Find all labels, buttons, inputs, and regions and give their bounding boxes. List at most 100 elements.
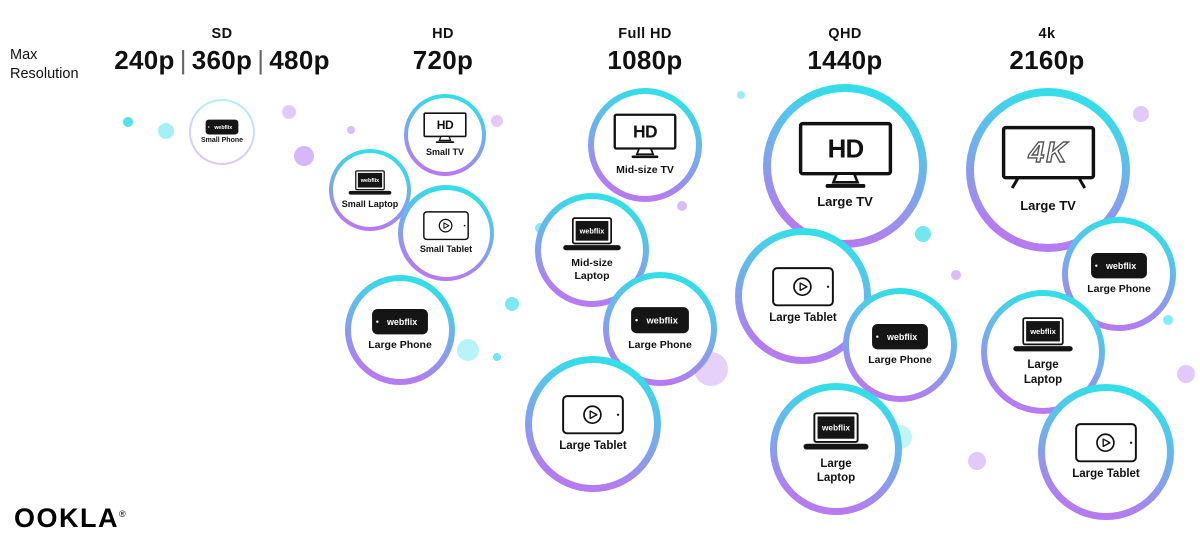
bubble-qhd-large-tv: HD Large TV [763, 84, 927, 248]
axis-label: Max Resolution [10, 46, 79, 84]
laptop-screen [575, 220, 609, 241]
laptop-webflix-icon: webflix [563, 217, 621, 251]
bubble-hd-small-laptop: webflix Small Laptop [329, 149, 411, 231]
bubble-inner: webflix Large Laptop [987, 296, 1099, 408]
column-name: Full HD [618, 26, 672, 42]
phone-camera-dot [1095, 264, 1098, 267]
phone-body [372, 308, 428, 335]
bubble-label: Large TV [817, 194, 873, 210]
axis-label-line1: Max [10, 47, 38, 63]
play-triangle [589, 410, 598, 420]
decorative-dot [282, 105, 296, 119]
decorative-dot [123, 117, 133, 127]
tv-base [631, 155, 659, 159]
play-circle [793, 277, 812, 297]
bubble-inner: HD Mid-size TV [594, 94, 696, 196]
ookla-logo: OOKLA® [14, 503, 126, 534]
column-resolutions: 1440p [807, 45, 883, 75]
tablet-body [772, 267, 834, 307]
resolution-separator: | [257, 45, 265, 75]
tv-base [435, 141, 455, 143]
phone-webflix-icon: webflix [372, 308, 428, 335]
bubble-label: Large Laptop [1023, 359, 1063, 386]
tv-stand [438, 135, 452, 141]
phone-webflix-icon: webflix [631, 307, 689, 334]
bubble-inner: HD Large TV [771, 92, 919, 240]
laptop-webflix-icon: webflix [1013, 317, 1073, 352]
tv-leg-left [1010, 177, 1020, 190]
phone-body [1091, 252, 1147, 279]
laptop-webflix-icon: webflix [348, 169, 392, 195]
tablet-play-icon [772, 267, 834, 307]
decorative-dot [677, 201, 687, 211]
phone-webflix-icon: webflix [205, 119, 239, 135]
webflix-logo-text: webflix [821, 424, 850, 433]
bubble-label: Mid-size Laptop [571, 256, 613, 283]
tablet-play-icon [562, 395, 624, 435]
bubble-label: Large Laptop [816, 457, 856, 485]
decorative-dot [1133, 106, 1149, 122]
decorative-dot [915, 226, 931, 242]
column-header-fullhd: Full HD 1080p [585, 26, 705, 76]
play-triangle [1102, 438, 1111, 448]
decorative-dot [1177, 365, 1195, 383]
tablet-body [562, 395, 624, 435]
tv-base [825, 184, 865, 189]
resolution-value: 240p [114, 45, 175, 75]
decorative-dot [347, 126, 355, 134]
tablet-body [1075, 423, 1137, 463]
bubble-qhd-large-phone: webflix Large Phone [843, 288, 957, 402]
4k-logo-text: 4K [1027, 137, 1069, 169]
bubble-inner: webflix Large Laptop [777, 390, 895, 508]
bubble-inner: Small Tablet [402, 189, 490, 277]
bubble-hd-small-tablet: Small Tablet [398, 185, 494, 281]
tv-stand [830, 172, 860, 184]
bubble-inner: webflix Small Laptop [333, 153, 407, 227]
bubble-label: Large Tablet [769, 311, 837, 324]
bubble-4k-large-tablet: Large Tablet [1038, 384, 1174, 520]
laptop-base [1013, 346, 1073, 352]
column-name: 4k [1038, 26, 1056, 42]
decorative-dot [1163, 315, 1173, 325]
play-circle [583, 405, 602, 425]
tv-hd-icon: HD [613, 113, 677, 159]
phone-camera-dot [876, 335, 879, 338]
tv-screen [1001, 126, 1095, 180]
registered-mark: ® [119, 509, 126, 519]
bubble-qhd-large-tablet: Large Tablet [735, 228, 871, 364]
bubble-label: Large Phone [628, 338, 692, 351]
decorative-dot [505, 297, 519, 311]
bubble-label: Mid-size TV [616, 163, 674, 176]
axis-label-line2: Resolution [10, 65, 79, 82]
play-circle [1096, 433, 1115, 453]
bubble-fullhd-large-tablet: Large Tablet [525, 356, 661, 492]
laptop-base [348, 190, 392, 195]
hd-logo-text: HD [827, 136, 863, 164]
laptop-webflix-icon: webflix [803, 412, 869, 450]
phone-body [631, 307, 689, 334]
bubble-inner: 4K Large TV [974, 96, 1122, 244]
column-name: HD [432, 26, 454, 42]
bubble-qhd-large-laptop: webflix Large Laptop [770, 383, 902, 515]
phone-camera-dot [376, 320, 379, 323]
bubble-hd-large-phone: webflix Large Phone [345, 275, 455, 385]
decorative-dot [294, 146, 314, 166]
bubble-label: Large Tablet [559, 439, 627, 452]
tv-leg-right [1076, 177, 1086, 190]
decorative-dot [457, 339, 479, 361]
laptop-screen [1026, 321, 1060, 342]
webflix-logo-text: webflix [1105, 261, 1136, 271]
phone-body [872, 323, 928, 350]
decorative-dot [737, 91, 745, 99]
webflix-logo-text: webflix [645, 316, 678, 326]
bubble-inner: webflix Small Phone [191, 101, 253, 163]
column-resolutions: 1080p [607, 45, 683, 75]
tv-4k-icon: 4K [1001, 126, 1095, 190]
laptop-screen [817, 416, 855, 439]
play-triangle [799, 282, 808, 292]
bubble-inner: webflix Large Phone [351, 281, 449, 379]
tablet-camera-dot [1129, 441, 1133, 444]
hd-logo-text: HD [633, 122, 657, 142]
bubble-4k-large-laptop: webflix Large Laptop [981, 290, 1105, 414]
column-resolutions: 720p [412, 45, 474, 75]
